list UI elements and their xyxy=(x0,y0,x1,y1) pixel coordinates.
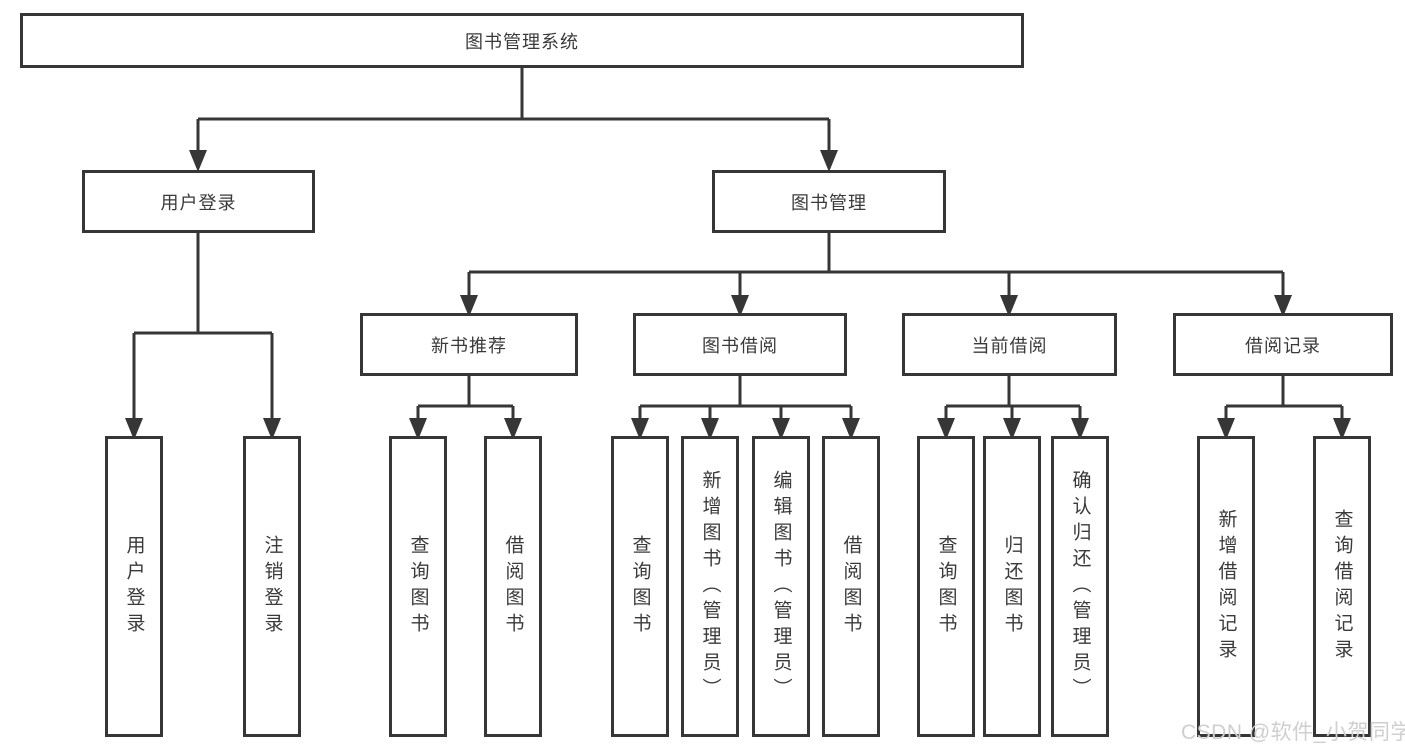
node-book-management-label: 图书管理 xyxy=(791,192,867,213)
node-new-book-recommend-label: 新书推荐 xyxy=(431,335,507,356)
leaf-borrow-books-recommend: 借阅图书 xyxy=(484,436,542,737)
node-user-login-label: 用户登录 xyxy=(160,192,237,213)
node-new-book-recommend: 新书推荐 xyxy=(360,313,578,376)
leaf-logout: 注销登录 xyxy=(243,436,301,737)
leaf-query-books-current-label: 查询图书 xyxy=(935,534,957,639)
watermark-text: CSDN @软件_小贺同学 xyxy=(1181,721,1405,744)
arrowheads xyxy=(125,150,1351,440)
leaf-borrow-books-recommend-label: 借阅图书 xyxy=(502,534,524,639)
leaf-confirm-return-admin: 确认归还（管理员） xyxy=(1051,436,1109,737)
leaf-query-books-borrow: 查询图书 xyxy=(611,436,669,737)
node-user-login: 用户登录 xyxy=(82,170,315,233)
node-borrow-records: 借阅记录 xyxy=(1173,313,1393,376)
leaf-query-books-recommend-label: 查询图书 xyxy=(407,534,429,639)
leaf-query-books-recommend: 查询图书 xyxy=(389,436,447,737)
leaf-add-book-admin: 新增图书（管理员） xyxy=(681,436,739,737)
leaf-query-borrow-record-label: 查询借阅记录 xyxy=(1331,508,1353,665)
leaf-add-book-admin-label: 新增图书（管理员） xyxy=(699,469,721,704)
leaf-borrow-books: 借阅图书 xyxy=(822,436,880,737)
leaf-return-book: 归还图书 xyxy=(983,436,1041,737)
leaf-confirm-return-admin-label: 确认归还（管理员） xyxy=(1069,469,1091,704)
node-book-borrow: 图书借阅 xyxy=(633,313,847,376)
node-current-borrow-label: 当前借阅 xyxy=(971,335,1048,356)
leaf-query-books-current: 查询图书 xyxy=(917,436,975,737)
leaf-add-borrow-record-label: 新增借阅记录 xyxy=(1215,508,1237,665)
node-book-management: 图书管理 xyxy=(712,170,946,233)
leaf-borrow-books-label: 借阅图书 xyxy=(840,534,862,639)
leaf-edit-book-admin: 编辑图书（管理员） xyxy=(752,436,810,737)
leaf-logout-label: 注销登录 xyxy=(261,534,283,639)
node-current-borrow: 当前借阅 xyxy=(902,313,1117,376)
leaf-query-borrow-record: 查询借阅记录 xyxy=(1313,436,1371,737)
leaf-edit-book-admin-label: 编辑图书（管理员） xyxy=(770,469,792,704)
node-root-label: 图书管理系统 xyxy=(465,31,579,52)
leaf-query-books-borrow-label: 查询图书 xyxy=(629,534,651,639)
node-book-borrow-label: 图书借阅 xyxy=(702,335,778,356)
leaf-return-book-label: 归还图书 xyxy=(1001,534,1023,639)
leaf-user-login: 用户登录 xyxy=(105,436,163,737)
node-root: 图书管理系统 xyxy=(20,13,1024,68)
leaf-user-login-label: 用户登录 xyxy=(123,534,145,639)
leaf-add-borrow-record: 新增借阅记录 xyxy=(1197,436,1255,737)
node-borrow-records-label: 借阅记录 xyxy=(1245,335,1321,356)
